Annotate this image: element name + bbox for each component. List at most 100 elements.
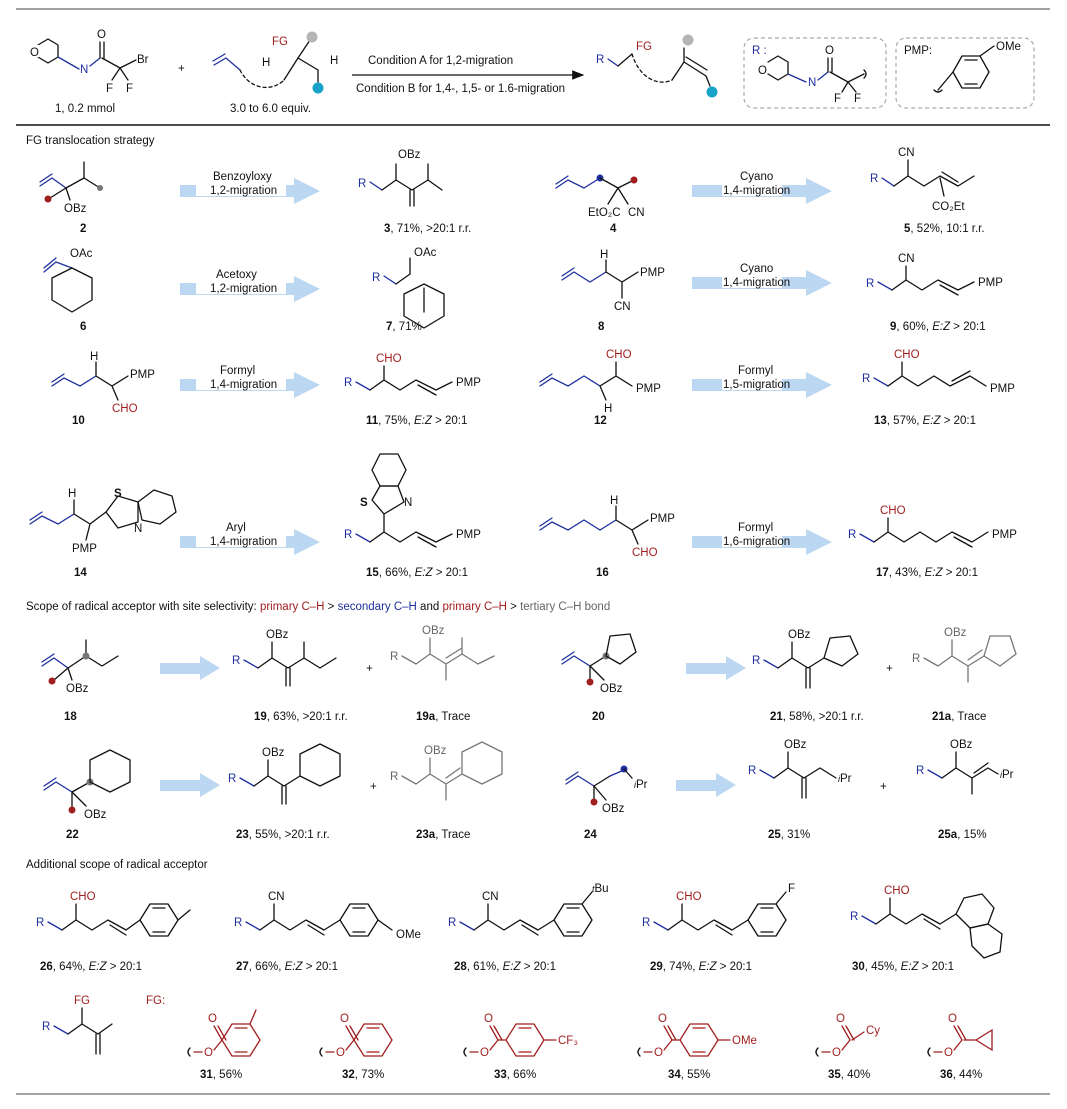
compound-16: H PMP CHO 16 bbox=[539, 495, 675, 579]
atom-pmp: PMP bbox=[636, 383, 661, 395]
atom-obz: OBz bbox=[266, 629, 289, 641]
arrow-label-migration: 1,4-migration bbox=[210, 379, 277, 391]
svg-text:27, 66%, E:Z > 20:1: 27, 66%, E:Z > 20:1 bbox=[236, 961, 338, 973]
pmp-box: PMP: OMe bbox=[895, 37, 1035, 109]
atom-obz: OBz bbox=[262, 747, 285, 759]
pmp-box-title: PMP: bbox=[904, 45, 932, 57]
atom-obz: OBz bbox=[64, 203, 87, 215]
atom-r: R bbox=[344, 377, 352, 389]
atom-cho: CHO bbox=[112, 403, 138, 415]
arrow-label-migration: 1,4-migration bbox=[210, 536, 277, 548]
atom-r: R bbox=[850, 911, 858, 923]
svg-text:28, 61%, E:Z > 20:1: 28, 61%, E:Z > 20:1 bbox=[454, 961, 556, 973]
r-box-title: R : bbox=[752, 45, 767, 57]
atom-cn: CN bbox=[628, 207, 645, 219]
atom-r: R bbox=[862, 373, 870, 385]
arrow-label-migration: 1,5-migration bbox=[723, 379, 790, 391]
atom-r: R bbox=[748, 765, 756, 777]
atom-o-carbonyl: O bbox=[97, 29, 106, 41]
atom-cf3: CF₃ bbox=[558, 1035, 578, 1047]
fg-colon-label: FG: bbox=[146, 995, 165, 1007]
arrow-20 bbox=[686, 656, 746, 680]
compound-26: R CHO 26, 64%, E:Z > 20:1 bbox=[36, 891, 191, 973]
atom-o: O bbox=[948, 1013, 957, 1025]
compound-12-label: 12 bbox=[594, 415, 607, 427]
atom-h: H bbox=[610, 495, 618, 507]
compound-25: R OBz iPr 25, 31% bbox=[748, 739, 852, 841]
atom-f: F bbox=[854, 93, 861, 105]
atom-h: H bbox=[330, 55, 338, 67]
compound-33: O O CF₃ 33, 66% bbox=[463, 1013, 578, 1081]
arrow-label-fg: Cyano bbox=[740, 263, 773, 275]
atom-fg: FG bbox=[636, 41, 652, 53]
plus-sign: + bbox=[880, 781, 887, 793]
condition-b: Condition B for 1,4-, 1,5- or 1.6-migrat… bbox=[356, 83, 565, 95]
atom-cho: CHO bbox=[632, 547, 658, 559]
compound-29: R CHO F 29, 74%, E:Z > 20:1 bbox=[642, 883, 795, 973]
compound-3: R OBz 3, 71%, >20:1 r.r. bbox=[358, 149, 471, 235]
reagent-2-label: 3.0 to 6.0 equiv. bbox=[230, 103, 311, 115]
svg-text:23a, Trace: 23a, Trace bbox=[416, 829, 470, 841]
atom-cn: CN bbox=[268, 891, 285, 903]
svg-text:iPr: iPr bbox=[1000, 769, 1014, 781]
atom-s: S bbox=[360, 497, 368, 509]
atom-f: F bbox=[126, 83, 133, 95]
plus-sign: + bbox=[370, 781, 377, 793]
atom-pmp: PMP bbox=[640, 267, 665, 279]
arrow-cyano-1: Cyano 1,4-migration bbox=[692, 168, 832, 204]
compound-22-label: 22 bbox=[66, 829, 79, 841]
arrow-label-fg: Aryl bbox=[226, 522, 246, 534]
svg-text:17, 43%, E:Z > 20:1: 17, 43%, E:Z > 20:1 bbox=[876, 567, 978, 579]
svg-text:32, 73%: 32, 73% bbox=[342, 1069, 384, 1081]
atom-pmp: PMP bbox=[456, 377, 481, 389]
atom-cn: CN bbox=[482, 891, 499, 903]
atom-o-carbonyl: O bbox=[825, 45, 834, 57]
atom-o: O bbox=[654, 1047, 663, 1059]
arrow-label-fg: Formyl bbox=[738, 365, 773, 377]
arrow-label-migration: 1,2-migration bbox=[210, 185, 277, 197]
arrow-aryl: Aryl 1,4-migration bbox=[180, 519, 320, 555]
svg-text:15, 66%, E:Z > 20:1: 15, 66%, E:Z > 20:1 bbox=[366, 567, 468, 579]
compound-6-label: 6 bbox=[80, 321, 86, 333]
svg-text:7, 71%: 7, 71% bbox=[386, 321, 422, 333]
compound-11: R CHO PMP 11, 75%, E:Z > 20:1 bbox=[344, 353, 481, 427]
atom-fg: FG bbox=[74, 995, 90, 1007]
atom-n: N bbox=[404, 497, 412, 509]
atom-oac: OAc bbox=[414, 247, 437, 259]
arrow-18 bbox=[160, 656, 220, 680]
atom-obz: OBz bbox=[84, 809, 107, 821]
arrow-formyl-3: Formyl 1,6-migration bbox=[692, 519, 832, 555]
atom-r: R bbox=[916, 765, 924, 777]
compound-8-label: 8 bbox=[598, 321, 605, 333]
compound-34: O O OMe 34, 55% bbox=[637, 1013, 757, 1081]
compound-18-label: 18 bbox=[64, 711, 77, 723]
compound-17: R CHO PMP 17, 43%, E:Z > 20:1 bbox=[848, 505, 1017, 579]
atom-r: R bbox=[870, 173, 878, 185]
atom-f: F bbox=[106, 83, 113, 95]
atom-o: O bbox=[204, 1047, 213, 1059]
atom-ome: OMe bbox=[732, 1035, 757, 1047]
compound-28: R CN tBu 28, 61%, E:Z > 20:1 bbox=[448, 883, 609, 973]
atom-o: O bbox=[336, 1047, 345, 1059]
arrow-formyl-1: Formyl 1,4-migration bbox=[180, 362, 320, 398]
atom-h: H bbox=[68, 488, 76, 500]
compound-30: R CHO 30, 45%, E:Z > 20:1 bbox=[850, 885, 1003, 973]
atom-pmp: PMP bbox=[650, 513, 675, 525]
atom-n: N bbox=[80, 64, 88, 76]
atom-n: N bbox=[134, 523, 142, 535]
svg-text:33, 66%: 33, 66% bbox=[494, 1069, 536, 1081]
section-scope-site-selectivity: Scope of radical acceptor with site sele… bbox=[26, 601, 610, 613]
arrow-label-fg: Formyl bbox=[738, 522, 773, 534]
atom-cho: CHO bbox=[606, 349, 632, 361]
atom-obz: OBz bbox=[600, 683, 623, 695]
arrow-formyl-2: Formyl 1,5-migration bbox=[692, 362, 832, 398]
atom-oac: OAc bbox=[70, 248, 93, 260]
svg-text:25, 31%: 25, 31% bbox=[768, 829, 810, 841]
svg-text:21a, Trace: 21a, Trace bbox=[932, 711, 986, 723]
compound-9: R CN PMP 9, 60%, E:Z > 20:1 bbox=[866, 253, 1003, 333]
compound-21: R OBz 21, 58%, >20:1 r.r. bbox=[752, 629, 864, 723]
arrow-24 bbox=[676, 773, 736, 797]
atom-h: H bbox=[262, 57, 270, 69]
svg-text:11, 75%, E:Z > 20:1: 11, 75%, E:Z > 20:1 bbox=[366, 415, 467, 427]
